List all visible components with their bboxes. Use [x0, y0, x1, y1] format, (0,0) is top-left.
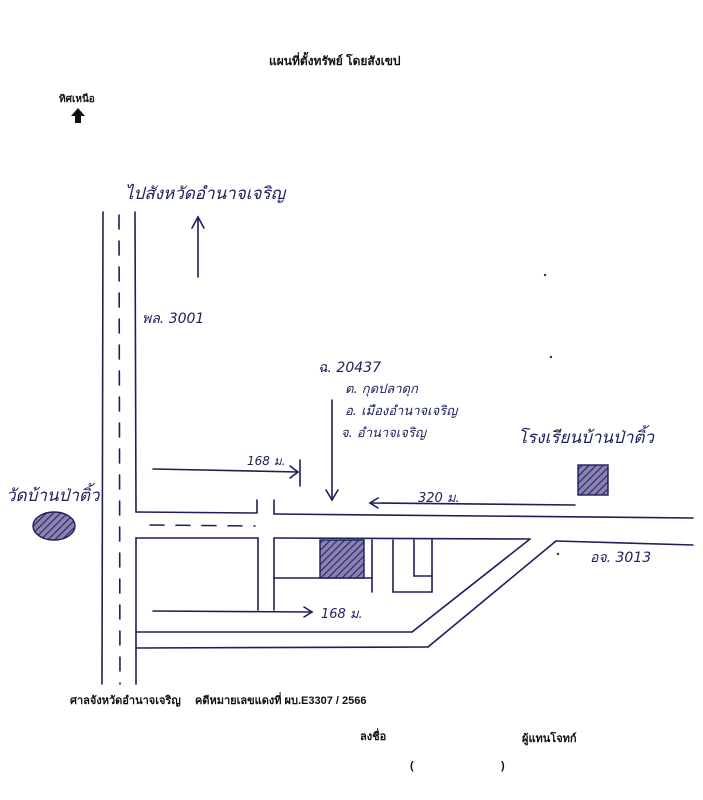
dist-school-arrow	[369, 502, 576, 506]
paren-open: (	[410, 760, 414, 772]
road-3001-left-edge	[101, 211, 104, 685]
road-3013-label: อจ. 3013	[590, 550, 652, 566]
road-3001-centerline	[118, 214, 121, 685]
distance-school-label: 320 ม.	[418, 491, 460, 506]
temple-label: วัดบ้านป่าติ้ว	[6, 486, 100, 506]
lower-lane-bottom	[135, 646, 429, 649]
school-building	[577, 464, 609, 496]
paren-close: )	[501, 760, 505, 772]
dist-bottom-arrow	[152, 610, 313, 613]
to-province-label: ไปสังหวัดอำนาจเจริญ	[125, 184, 286, 204]
diagonal-road-1	[411, 538, 531, 633]
changwat-label: จ. อำนาจเจริญ	[341, 426, 426, 441]
north-label: ทิศเหนือ	[59, 94, 95, 105]
school-label: โรงเรียนบ้านป่าติ้ว	[518, 428, 654, 448]
dist-top-arrow	[152, 468, 299, 473]
case-number: คดีหมายเลขแดงที่ ผบ.E3307 / 2566	[195, 695, 367, 707]
amphoe-label: อ. เมืองอำนาจเจริญ	[345, 404, 458, 419]
subject-parcel	[319, 539, 365, 579]
representative-label: ผู้แทนโจทก์	[522, 733, 577, 745]
diagonal-road-2	[427, 540, 557, 648]
road-top-edge	[135, 511, 257, 514]
temple-symbol	[32, 511, 76, 541]
signature-label: ลงชื่อ	[360, 731, 387, 743]
deed-number-label: ฉ. 20437	[318, 360, 381, 376]
road-3001-label: พล. 3001	[142, 311, 205, 327]
tambon-label: ต. กุดปลาดุก	[345, 382, 418, 397]
distance-bottom-label: 168 ม.	[321, 607, 363, 622]
distance-top-label: 168 ม.	[247, 454, 286, 468]
road-3001-right-edge	[134, 211, 137, 513]
page-title: แผนที่ตั้งทรัพย์ โดยสังเขป	[269, 54, 401, 68]
court-name: ศาลจังหวัดอำนาจเจริญ	[70, 695, 181, 707]
north-arrow-icon	[71, 108, 85, 123]
road-centerline	[149, 524, 256, 527]
